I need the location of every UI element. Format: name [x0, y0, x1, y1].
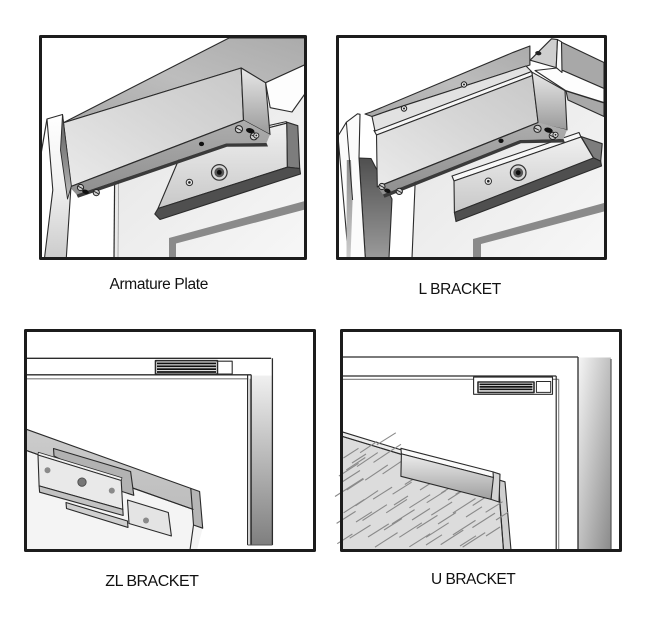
svg-text:L BRACKET: L BRACKET [419, 281, 502, 298]
svg-text:ZL BRACKET: ZL BRACKET [105, 573, 199, 590]
svg-text:Armature Plate: Armature Plate [110, 276, 208, 293]
svg-text:U BRACKET: U BRACKET [431, 571, 516, 588]
